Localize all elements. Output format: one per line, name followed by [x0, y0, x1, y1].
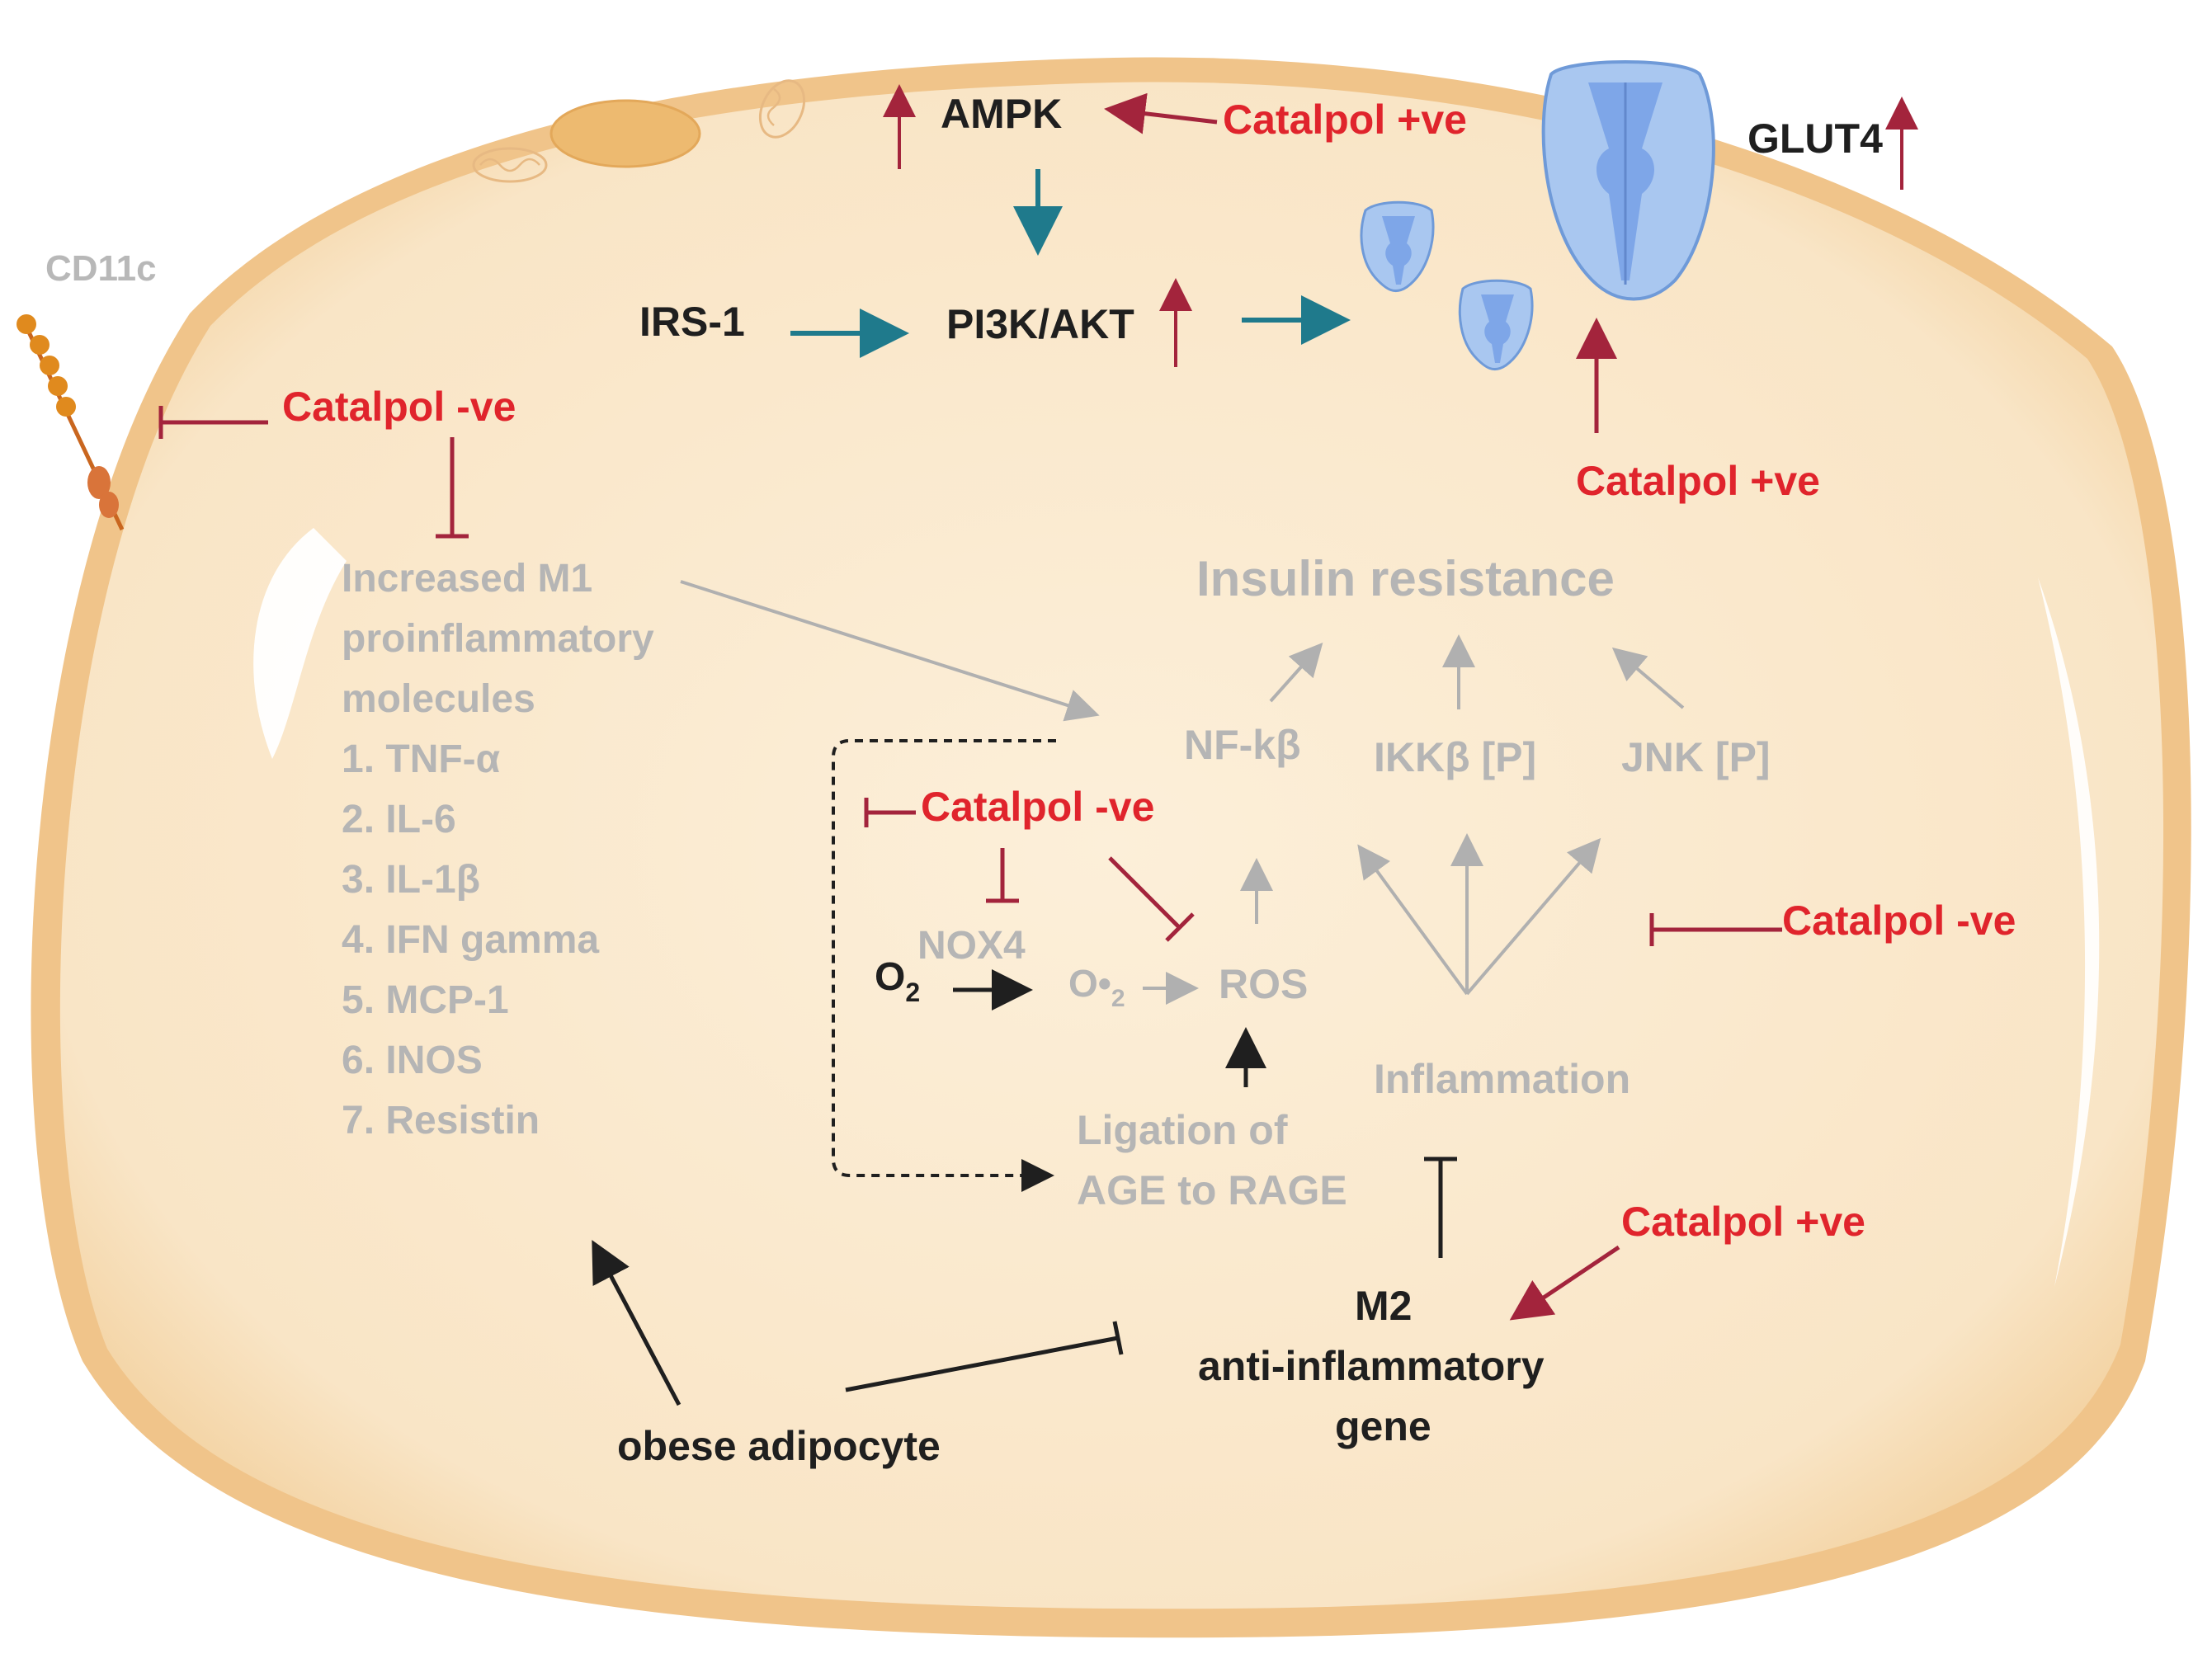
m2-line-2: anti-inflammatory — [1198, 1343, 1545, 1389]
catalpol-cd11c-label: Catalpol -ve — [282, 384, 516, 430]
m1-list-item: 7. Resistin — [342, 1099, 540, 1142]
inflammation-to-nfkb-arrow — [1357, 844, 1469, 996]
catalpol-self-inhibition — [864, 798, 916, 827]
m1-title-line-3: molecules — [342, 677, 535, 721]
catalpol-m1-inhibition — [436, 437, 469, 539]
obese-m2-inhibition — [845, 1321, 1124, 1392]
ligation-line-2: AGE to RAGE — [1077, 1167, 1347, 1213]
m1-title-line-1: Increased M1 — [342, 557, 592, 601]
glut4-vesicle-1 — [1360, 200, 1435, 292]
inflammation-label: Inflammation — [1374, 1056, 1630, 1102]
catalpol-nox4-inhibition — [986, 848, 1019, 903]
m1-to-nfkb-arrow — [680, 580, 1100, 722]
catalpol-m2-label: Catalpol +ve — [1621, 1199, 1865, 1245]
m1-list-item: 3. IL-1β — [342, 858, 480, 902]
m1-list-item: 1. TNF-α — [342, 737, 501, 781]
oxygen-label: O2 — [875, 955, 920, 1007]
catalpol-glut4-label: Catalpol +ve — [1576, 458, 1820, 504]
ligation-line-1: Ligation of — [1077, 1107, 1288, 1153]
cd11c-receptor — [17, 314, 125, 531]
glut4-label: GLUT4 — [1747, 115, 1883, 162]
ampk-label: AMPK — [941, 91, 1062, 137]
jnk-label: JNK [P] — [1621, 734, 1771, 780]
nucleus-organelle — [549, 99, 701, 168]
glut4-transporter-large — [1541, 60, 1715, 301]
catalpol-inflammation-inhibition — [1649, 913, 1782, 946]
irs1-label: IRS-1 — [639, 299, 745, 345]
jnk-to-ir-arrow — [1611, 647, 1685, 709]
mitochondrion-left-cristae — [479, 158, 540, 172]
inflammation-to-jnk-arrow — [1465, 837, 1601, 996]
m1-title-line-2: proinflammatory — [342, 617, 654, 661]
nfkb-label: NF-kβ — [1184, 722, 1301, 768]
mitochondrion-right — [758, 79, 806, 139]
catalpol-to-m2-arrow — [1509, 1245, 1620, 1321]
m2-inflammation-inhibition — [1424, 1157, 1457, 1258]
catalpol-inflammation-label: Catalpol -ve — [1782, 897, 2016, 944]
cd11c-label: CD11c — [45, 248, 157, 289]
mitochondrion-left — [472, 147, 548, 183]
insulin-resistance-label: Insulin resistance — [1196, 551, 1615, 606]
m2-line-1: M2 — [1355, 1283, 1412, 1329]
m1-list-item: 2. IL-6 — [342, 798, 456, 841]
m2-line-3: gene — [1335, 1403, 1431, 1449]
membrane-highlight-right — [2038, 577, 2100, 1287]
m1-list-item: 4. IFN gamma — [342, 918, 599, 962]
catalpol-to-ampk-arrow — [1104, 92, 1218, 134]
catalpol-nox4-label: Catalpol -ve — [921, 784, 1154, 830]
catalpol-ampk-label: Catalpol +ve — [1223, 97, 1467, 143]
obese-to-m1-arrow — [592, 1240, 682, 1406]
nox4-label: NOX4 — [917, 924, 1026, 968]
obese-adipocyte-label: obese adipocyte — [617, 1423, 941, 1469]
superoxide-label: O•2 — [1068, 962, 1125, 1012]
glut4-vesicle-2 — [1458, 279, 1534, 370]
mitochondrion-right-cristae — [766, 87, 781, 126]
m1-list-item: 6. INOS — [342, 1039, 483, 1082]
catalpol-cd11c-inhibition — [158, 406, 268, 439]
catalpol-superoxide-inhibition — [1108, 856, 1195, 942]
pi3k-akt-label: PI3K/AKT — [946, 301, 1134, 347]
ikkb-label: IKKβ [P] — [1374, 734, 1536, 780]
dashed-feedback-path — [832, 739, 1056, 1192]
adipocyte-cell-body — [59, 82, 2164, 1609]
m1-list-item: 5. MCP-1 — [342, 978, 509, 1022]
m1-molecules-block: Increased M1 proinflammatory molecules 1… — [342, 557, 654, 1142]
ros-label: ROS — [1219, 961, 1308, 1007]
membrane-highlight-left — [253, 528, 347, 759]
nfkb-to-ir-arrow — [1269, 643, 1323, 703]
